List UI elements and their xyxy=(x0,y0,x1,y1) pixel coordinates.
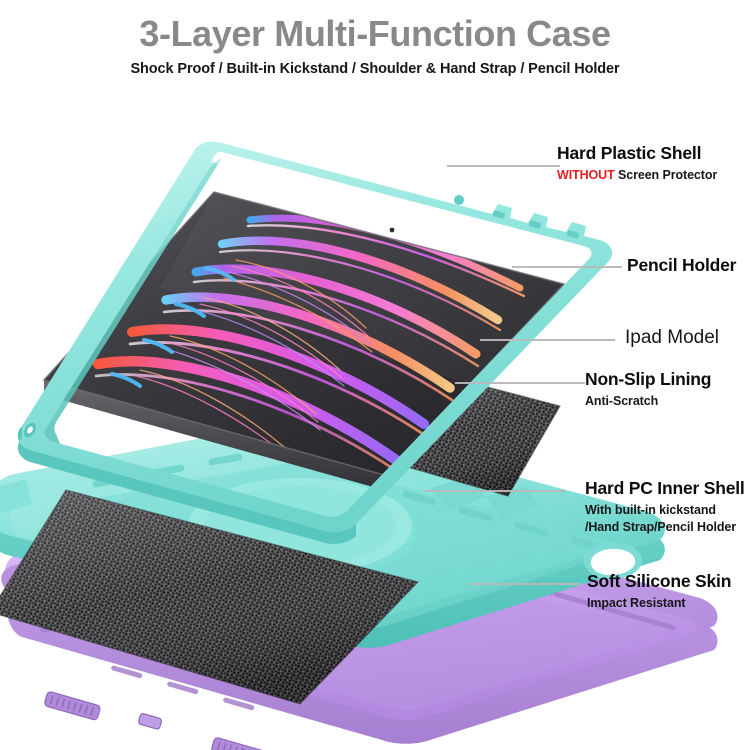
lanyard-hole xyxy=(24,422,36,438)
callout-non-slip-lining: Non-Slip Lining Anti-Scratch xyxy=(585,368,711,410)
speaker-grille-icon-2 xyxy=(211,737,268,750)
callout-heading: Non-Slip Lining xyxy=(585,369,712,389)
leader-line-non-slip-lining xyxy=(455,382,585,384)
leader-line-soft-silicone-skin xyxy=(470,583,580,585)
hand-strap-loop xyxy=(0,479,32,512)
product-illustration xyxy=(0,141,718,750)
callout-pencil-holder: Pencil Holder xyxy=(627,254,736,277)
callout-heading: Ipad Model xyxy=(625,327,720,348)
callout-sub-rest: With built-in kickstand xyxy=(585,503,716,517)
leader-line-hard-plastic-shell xyxy=(447,165,560,167)
screen-wallpaper xyxy=(44,192,564,475)
page-subtitle: Shock Proof / Built-in Kickstand / Shoul… xyxy=(130,61,620,77)
layer-non-slip-lining xyxy=(0,371,561,705)
callout-ipad-model: Ipad Model xyxy=(625,326,719,349)
layer-hard-plastic-shell xyxy=(17,141,613,544)
leader-line-pencil-holder xyxy=(512,266,622,268)
page-title: 3-Layer Multi-Function Case xyxy=(139,13,611,54)
callout-subtext: Anti-Scratch xyxy=(585,393,711,410)
callout-accent-text: WITHOUT xyxy=(557,168,615,182)
silicone-grip-ridges-front xyxy=(111,665,255,711)
callout-subtext: WITHOUT Screen Protector xyxy=(557,167,717,184)
lining-pad-outline xyxy=(0,489,420,705)
callout-hard-pc-inner-shell: Hard PC Inner Shell With built-in kickst… xyxy=(585,477,745,536)
leader-line-hard-pc-inner-shell xyxy=(425,490,565,492)
header: 3-Layer Multi-Function Case Shock Proof … xyxy=(0,0,750,92)
callout-hard-plastic-shell: Hard Plastic Shell WITHOUT Screen Protec… xyxy=(557,142,717,184)
callout-sub-rest: Screen Protector xyxy=(614,168,718,182)
callout-heading: Soft Silicone Skin xyxy=(587,571,732,591)
button-cutouts xyxy=(492,210,580,239)
frame-highlight xyxy=(210,154,584,259)
callout-subtext: Impact Resistant xyxy=(587,595,731,612)
port-cutout xyxy=(138,713,163,730)
camera-cutout-icon xyxy=(454,195,464,205)
callout-sub-rest: Impact Resistant xyxy=(587,596,686,610)
callout-heading: Hard Plastic Shell xyxy=(557,143,702,163)
leader-line-ipad-model xyxy=(480,339,615,341)
callout-sub-second-line: /Hand Strap/Pencil Holder xyxy=(585,520,737,534)
callout-sub-rest: Anti-Scratch xyxy=(585,394,659,408)
callout-subtext: With built-in kickstand /Hand Strap/Penc… xyxy=(585,502,745,536)
callout-soft-silicone-skin: Soft Silicone Skin Impact Resistant xyxy=(587,570,731,612)
callout-heading: Hard PC Inner Shell xyxy=(585,478,745,498)
product-exploded-view xyxy=(0,92,750,750)
speaker-grille-icon xyxy=(44,691,101,721)
pencil-holder-channel xyxy=(583,542,642,580)
callout-heading: Pencil Holder xyxy=(627,255,737,275)
front-camera-icon xyxy=(389,227,395,233)
